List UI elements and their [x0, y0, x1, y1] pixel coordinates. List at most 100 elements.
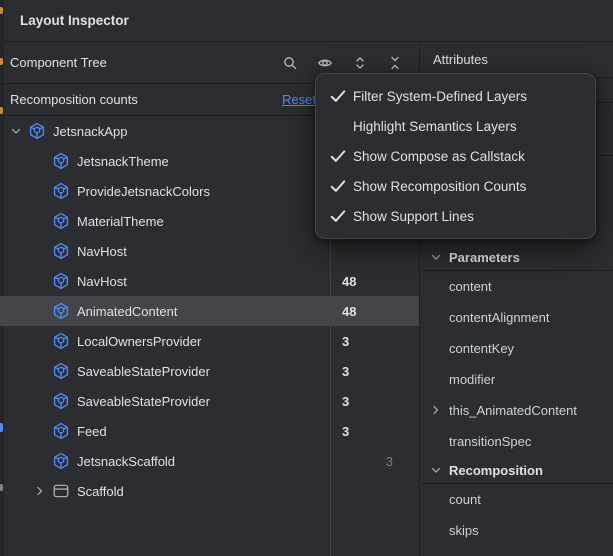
- attribute-label: skips: [449, 523, 479, 538]
- chevron-down-icon: [431, 467, 441, 473]
- tree-node-label: NavHost: [77, 243, 127, 259]
- tree-row-feed[interactable]: Feed 3: [0, 416, 419, 446]
- recomposition-count: 48: [342, 273, 357, 289]
- tree-node-label: JetsnackApp: [53, 123, 128, 139]
- compose-node-icon: [29, 122, 45, 140]
- section-parameters[interactable]: Parameters: [421, 244, 613, 271]
- checkmark-icon: [330, 90, 346, 102]
- attribute-row-modifier[interactable]: modifier: [421, 364, 613, 395]
- compose-node-icon: [53, 272, 69, 290]
- tree-row-animatedcontent-selected[interactable]: AnimatedContent 48: [0, 296, 419, 326]
- reset-counts-link[interactable]: Reset: [282, 92, 316, 107]
- tree-row-saveablestateprovider-1[interactable]: SaveableStateProvider 3: [0, 356, 419, 386]
- component-tree-header: Component Tree: [0, 42, 419, 84]
- edge-mark-orange-1: [0, 7, 3, 14]
- tree-row-saveablestateprovider-2[interactable]: SaveableStateProvider 3: [0, 386, 419, 416]
- chevron-down-icon: [431, 254, 441, 260]
- tree-node-label: JetsnackTheme: [77, 153, 169, 169]
- attribute-row-skips[interactable]: skips: [421, 515, 613, 546]
- attribute-label: contentAlignment: [449, 310, 550, 325]
- tree-node-label: SaveableStateProvider: [77, 393, 210, 409]
- attribute-label: content: [449, 279, 492, 294]
- tree-row-providejetsnackcolors[interactable]: ProvideJetsnackColors: [0, 176, 419, 206]
- recomposition-count: 3: [342, 423, 350, 439]
- checkmark-icon: [330, 150, 346, 162]
- menu-item-highlight-semantics-layers[interactable]: Highlight Semantics Layers: [316, 111, 595, 141]
- edge-mark-orange-3: [0, 107, 3, 114]
- tree-row-navhost-1[interactable]: NavHost: [0, 236, 419, 266]
- recomposition-count: 3: [342, 393, 350, 409]
- compose-node-icon: [53, 452, 69, 470]
- tree-row-materialtheme[interactable]: MaterialTheme: [0, 206, 419, 236]
- compose-node-icon: [53, 332, 69, 350]
- recomposition-count-dimmed: 3: [385, 453, 393, 469]
- collapse-all-icon[interactable]: [387, 55, 403, 71]
- tree-row-navhost-2[interactable]: NavHost 48: [0, 266, 419, 296]
- tree-node-label: JetsnackScaffold: [77, 453, 176, 469]
- tree-node-label: NavHost: [77, 273, 127, 289]
- compose-node-icon: [53, 392, 69, 410]
- menu-item-show-support-lines[interactable]: Show Support Lines: [316, 201, 595, 231]
- component-tree: JetsnackApp JetsnackTheme ProvideJetsnac…: [0, 116, 419, 506]
- tree-node-label: Scaffold: [77, 483, 124, 499]
- tool-window-titlebar: Layout Inspector: [0, 0, 613, 42]
- checkmark-icon: [330, 180, 346, 192]
- compose-node-icon: [53, 212, 69, 230]
- component-tree-toolbar: [282, 42, 403, 84]
- compose-node-icon: [53, 422, 69, 440]
- section-label: Recomposition: [449, 462, 543, 478]
- tree-node-label: Feed: [77, 423, 107, 439]
- recomposition-counts-label: Recomposition counts: [10, 92, 138, 107]
- tree-row-jetsnackapp[interactable]: JetsnackApp: [0, 116, 419, 146]
- search-icon[interactable]: [282, 55, 298, 71]
- recomposition-count: 3: [342, 333, 350, 349]
- expand-all-icon[interactable]: [352, 55, 368, 71]
- tree-row-localownersprovider[interactable]: LocalOwnersProvider 3: [0, 326, 419, 356]
- menu-item-label: Highlight Semantics Layers: [353, 118, 517, 134]
- scaffold-layout-icon: [53, 484, 69, 498]
- attribute-row-count[interactable]: count: [421, 484, 613, 515]
- menu-item-show-compose-as-callstack[interactable]: Show Compose as Callstack: [316, 141, 595, 171]
- compose-node-icon: [53, 362, 69, 380]
- attribute-label: this_AnimatedContent: [449, 403, 577, 418]
- attributes-title: Attributes: [433, 52, 488, 67]
- menu-item-filter-system-defined-layers[interactable]: Filter System-Defined Layers: [316, 81, 595, 111]
- tree-row-jetsnacktheme[interactable]: JetsnackTheme: [0, 146, 419, 176]
- tree-node-label: SaveableStateProvider: [77, 363, 210, 379]
- chevron-down-icon[interactable]: [8, 123, 24, 139]
- checkmark-icon: [330, 210, 346, 222]
- attribute-row-content[interactable]: content: [421, 271, 613, 302]
- chevron-right-icon[interactable]: [428, 402, 444, 418]
- attributes-panel: Attributes Parameters content contentAli…: [421, 42, 613, 556]
- compose-node-icon: [53, 152, 69, 170]
- window-edge-strip: [0, 0, 4, 556]
- attribute-row-this-animatedcontent[interactable]: this_AnimatedContent: [421, 395, 613, 426]
- attribute-label: count: [449, 492, 481, 507]
- attribute-row-transitionspec[interactable]: transitionSpec: [421, 426, 613, 457]
- recomposition-count: 48: [342, 303, 357, 319]
- compose-node-icon: [53, 302, 69, 320]
- chevron-right-icon[interactable]: [32, 483, 48, 499]
- menu-item-label: Show Recomposition Counts: [353, 178, 527, 194]
- menu-item-label: Show Compose as Callstack: [353, 148, 525, 164]
- attribute-row-contentkey[interactable]: contentKey: [421, 333, 613, 364]
- attribute-label: modifier: [449, 372, 496, 387]
- edge-mark-blue: [0, 423, 3, 432]
- component-tree-title: Component Tree: [10, 55, 107, 70]
- tree-row-jetsnackscaffold[interactable]: JetsnackScaffold 3: [0, 446, 419, 476]
- section-label: Parameters: [449, 249, 520, 265]
- tree-row-scaffold[interactable]: Scaffold: [0, 476, 419, 506]
- recomposition-column-separator: [330, 116, 331, 556]
- edge-mark-orange-2: [0, 58, 3, 65]
- menu-item-show-recomposition-counts[interactable]: Show Recomposition Counts: [316, 171, 595, 201]
- recomposition-count: 3: [342, 363, 350, 379]
- menu-item-label: Show Support Lines: [353, 208, 474, 224]
- attribute-row-contentalignment[interactable]: contentAlignment: [421, 302, 613, 333]
- compose-node-icon: [53, 182, 69, 200]
- section-recomposition[interactable]: Recomposition: [421, 457, 613, 484]
- recomposition-counts-bar: Recomposition counts Reset: [0, 84, 419, 116]
- view-options-menu: Filter System-Defined Layers Highlight S…: [315, 73, 596, 239]
- eye-icon[interactable]: [317, 55, 333, 71]
- tree-node-label: ProvideJetsnackColors: [77, 183, 210, 199]
- edge-mark-gray: [0, 484, 3, 491]
